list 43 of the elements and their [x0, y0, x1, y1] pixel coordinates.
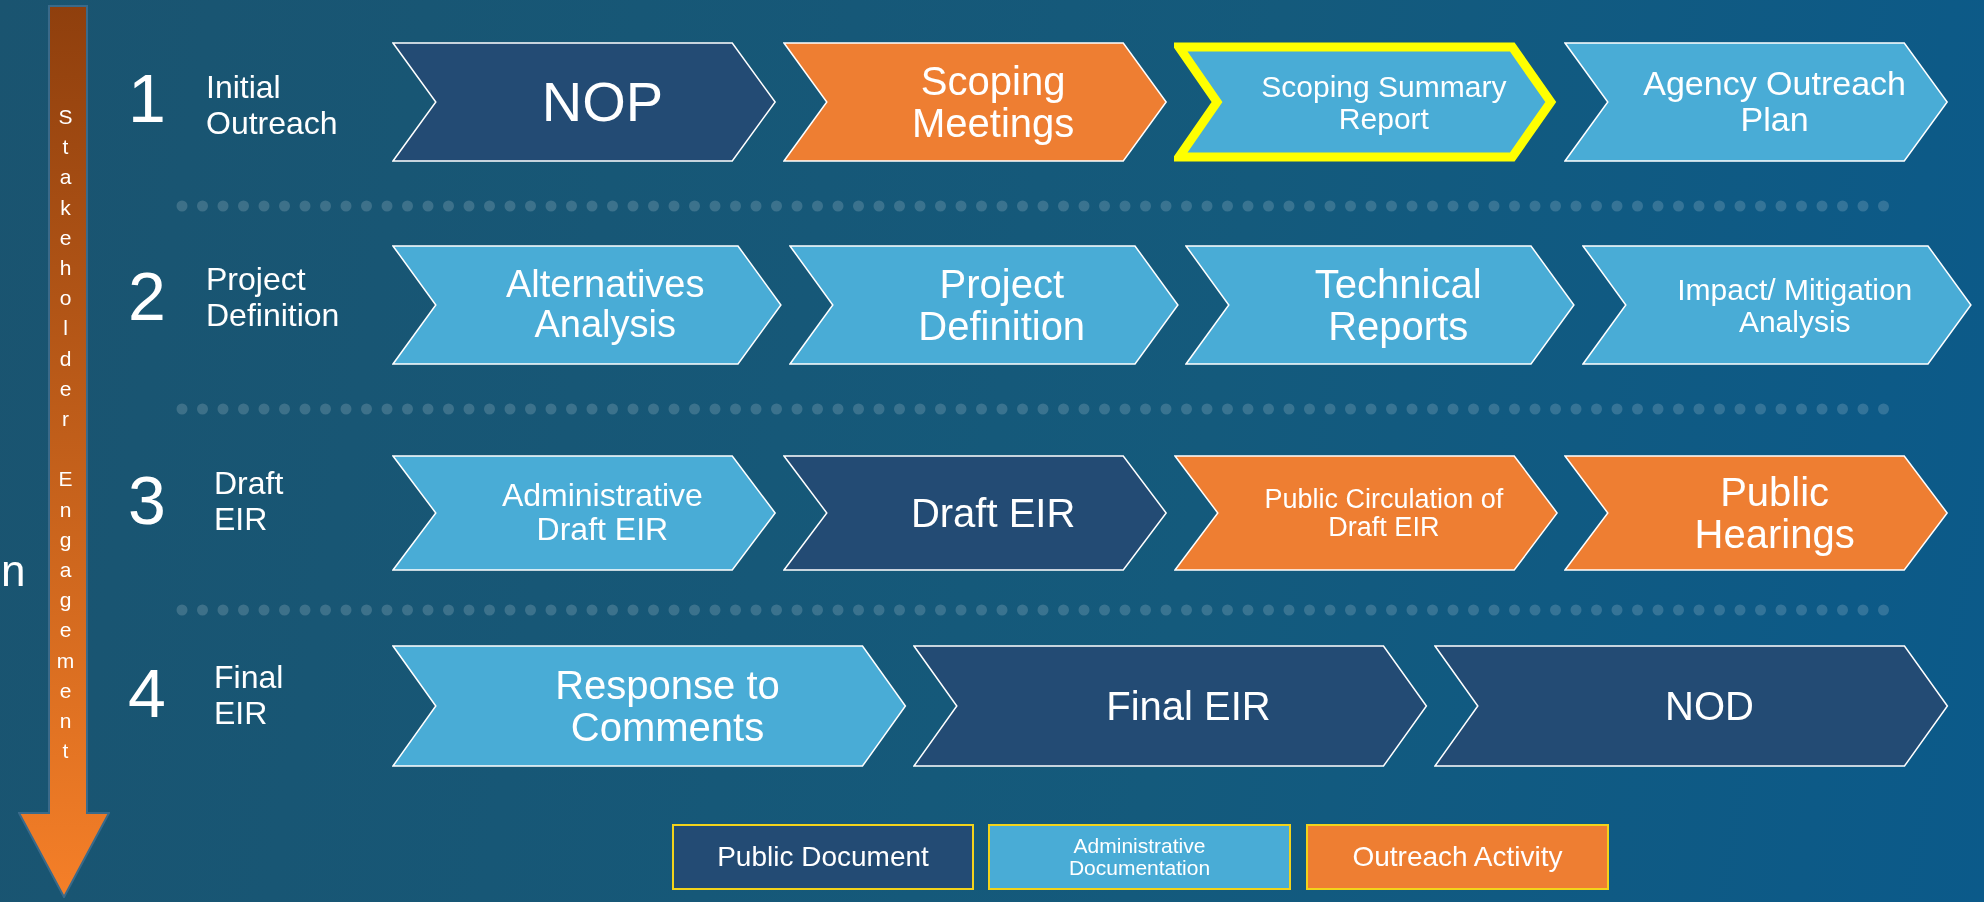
chevron-step: [1434, 645, 1949, 767]
row-number: 3: [128, 462, 166, 539]
row-number: 1: [128, 60, 166, 137]
step-label: Alternatives Analysis: [504, 265, 706, 345]
step-label: Agency Outreach Plan: [1642, 66, 1907, 138]
step-label: Response to Comments: [554, 664, 781, 748]
chevron-step: [392, 245, 783, 365]
legend-text: Administrative Documentation: [1067, 834, 1212, 880]
chevron-step: [782, 455, 1168, 571]
chevron-step: [1581, 245, 1972, 365]
chevron-step: [1564, 455, 1949, 571]
chevron-step: [392, 455, 777, 571]
chevron-step: [392, 645, 907, 767]
chevron-step: [1185, 245, 1576, 365]
chevron-step: [392, 42, 777, 162]
step-label: NOP: [540, 72, 665, 132]
row-title: Draft EIR: [214, 466, 285, 538]
chevron-step: [788, 245, 1179, 365]
step-label: Scoping Summary Report: [1260, 70, 1508, 134]
row-number: 4: [128, 655, 166, 732]
highlighted-chevron-step: [1173, 42, 1559, 162]
row-title: Final EIR: [214, 660, 285, 732]
step-label: NOD: [1664, 685, 1755, 727]
step-label: Public Hearings: [1693, 471, 1856, 555]
step-label: Administrative Draft EIR: [500, 479, 704, 547]
row-title: Project Definition: [206, 262, 341, 334]
legend-text: Public Document: [717, 842, 929, 872]
chevron-step: [1564, 42, 1949, 162]
step-label: Scoping Meetings: [910, 60, 1076, 144]
row-title: Initial Outreach: [206, 70, 339, 142]
legend-text: Outreach Activity: [1352, 842, 1563, 872]
step-label: Draft EIR: [909, 492, 1077, 534]
step-label: Public Circulation of Draft EIR: [1263, 484, 1505, 542]
vertical-arrow-label: Stakeholder Engagement: [53, 105, 78, 770]
step-label: Impact/ Mitigation Analysis: [1676, 273, 1914, 337]
step-label: Project Definition: [917, 263, 1087, 347]
cut-off-text: n: [1, 546, 26, 596]
chevron-step: [913, 645, 1428, 767]
step-label: Technical Reports: [1313, 263, 1483, 347]
row-number: 2: [128, 258, 166, 335]
chevron-step: [1173, 455, 1559, 571]
step-label: Final EIR: [1105, 685, 1272, 727]
chevron-step: [782, 42, 1168, 162]
